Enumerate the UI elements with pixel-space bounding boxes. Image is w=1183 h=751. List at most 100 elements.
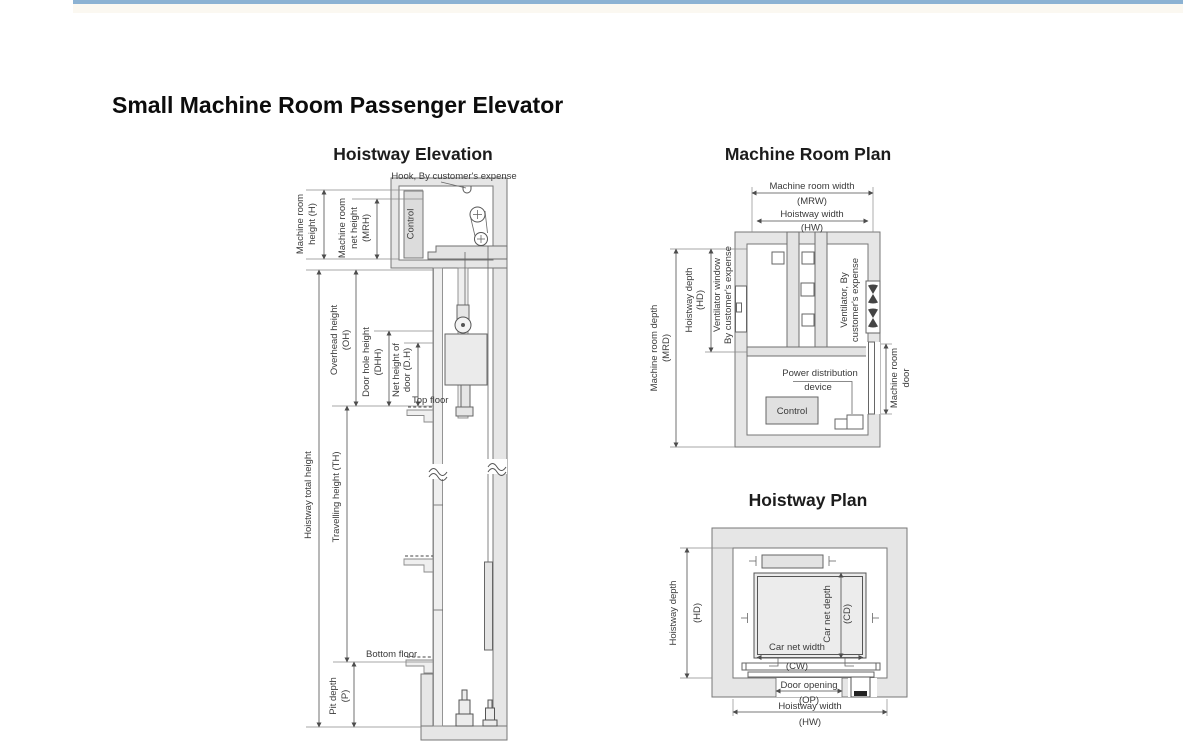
control-cabinet bbox=[403, 190, 424, 259]
elevator-car bbox=[444, 333, 488, 386]
elevation-dimension-lines bbox=[316, 181, 467, 728]
car-buffer-icon bbox=[461, 689, 468, 701]
counterweight-guide-marks bbox=[749, 556, 836, 566]
rail-bracket-4 bbox=[801, 313, 815, 327]
label-hd-mrp-2: (HD) bbox=[695, 290, 706, 310]
mid-floor-sill bbox=[403, 558, 434, 573]
label-pit-depth-1: Pit depth bbox=[328, 677, 339, 715]
label-hd-mrp-1: Hoistway depth bbox=[684, 268, 695, 333]
label-machine-room-door-1: Machine room bbox=[889, 348, 900, 408]
label-mrh-1: Machine room bbox=[337, 198, 348, 258]
shaft-right-wall bbox=[492, 267, 508, 741]
car-plan-inner-wall bbox=[757, 576, 863, 655]
elevation-extension-lines bbox=[306, 189, 433, 728]
label-mrh-2: net height bbox=[349, 207, 360, 249]
label-dh-2: door (D.H) bbox=[402, 348, 413, 392]
label-hw-mrp-1: Hoistway width bbox=[780, 209, 843, 220]
shaft-structure bbox=[420, 246, 508, 741]
label-hd-plan-2: (HD) bbox=[692, 603, 703, 623]
hoistway-front-wall bbox=[746, 346, 869, 357]
top-floor-sill bbox=[406, 409, 434, 423]
power-distribution-box-2 bbox=[846, 414, 864, 430]
label-control-elevation: Control bbox=[406, 209, 417, 240]
break-symbol-left bbox=[428, 464, 448, 481]
hoistway-plan-walls bbox=[711, 527, 908, 698]
label-hd-plan-1: Hoistway depth bbox=[668, 581, 679, 646]
machine-room-plan-diagram: Machine room width (MRW) Hoistway width … bbox=[649, 181, 912, 448]
landing-sills bbox=[403, 406, 434, 674]
label-hook: Hook, By customer's expense bbox=[391, 171, 516, 182]
label-bottom-floor: Bottom floor bbox=[366, 649, 417, 660]
label-power-distribution-1: Power distribution bbox=[782, 368, 858, 379]
hoistway-divider-wall-1 bbox=[786, 231, 800, 356]
power-distribution-box-1 bbox=[834, 418, 848, 430]
car-plan bbox=[753, 572, 867, 659]
label-top-floor: Top floor bbox=[412, 395, 448, 406]
hoistway-elevation-diagram: Hook, By customer's expense Control Top … bbox=[295, 171, 517, 741]
power-distribution-leader bbox=[793, 381, 853, 414]
door-operator-device bbox=[848, 676, 877, 698]
label-hw-mrp-2: (HW) bbox=[801, 223, 823, 234]
heading-machine-room-plan: Machine Room Plan bbox=[724, 144, 892, 164]
label-hw-plan-2: (HW) bbox=[799, 717, 821, 728]
car-guide-marks bbox=[741, 613, 879, 623]
label-hoistway-total-height: Hoistway total height bbox=[303, 451, 314, 539]
label-machine-room-door-2: door bbox=[901, 368, 912, 387]
traction-sheave-icon bbox=[469, 206, 488, 246]
label-control-plan: Control bbox=[777, 406, 808, 417]
bottom-floor-sill bbox=[405, 659, 434, 674]
hook-icon bbox=[462, 186, 472, 194]
ventilator-fan-icon bbox=[865, 280, 881, 334]
car-door-sill bbox=[745, 662, 877, 671]
label-op-2: (OP) bbox=[799, 695, 819, 706]
pit-buffers bbox=[455, 689, 498, 727]
heading-hoistway-elevation: Hoistway Elevation bbox=[333, 144, 493, 164]
label-cd-1: Car net depth bbox=[822, 585, 833, 643]
label-mrd-1: Machine room depth bbox=[649, 305, 660, 392]
label-dh-1: Net height of bbox=[391, 343, 402, 397]
left-guide-rail bbox=[433, 267, 443, 727]
label-dhh-1: Door hole height bbox=[361, 327, 372, 397]
label-pit-depth-2: (P) bbox=[340, 690, 351, 703]
car-assembly bbox=[444, 304, 488, 417]
rail-bracket-2 bbox=[801, 251, 815, 265]
machine-room-plan-labels: Machine room width (MRW) Hoistway width … bbox=[649, 181, 912, 417]
heading-hoistway-plan: Hoistway Plan bbox=[748, 490, 868, 510]
rail-bracket-3 bbox=[800, 282, 815, 297]
counterweight-plan bbox=[761, 554, 824, 569]
label-oh-2: (OH) bbox=[341, 330, 352, 351]
machine-room-door-leaf bbox=[868, 341, 875, 415]
elevation-labels: Hook, By customer's expense Control Top … bbox=[295, 171, 517, 715]
label-power-distribution-2: device bbox=[804, 382, 831, 393]
machine-room-plan-walls bbox=[734, 231, 881, 448]
hoistway-plan-dimensions bbox=[680, 547, 888, 716]
landing-door-sill bbox=[747, 671, 875, 678]
hoistway-plan-diagram: Hoistway depth (HD) Car net depth (CD) C… bbox=[668, 527, 908, 728]
machine-room-section bbox=[390, 177, 508, 269]
hoistway-divider-wall-2 bbox=[814, 231, 828, 356]
page-title: Small Machine Room Passenger Elevator bbox=[112, 92, 564, 118]
control-cabinet-plan bbox=[765, 396, 819, 425]
label-cd-2: (CD) bbox=[842, 604, 853, 624]
top-accent-bar bbox=[73, 0, 1183, 4]
label-ventilator-1: Ventilator, By bbox=[839, 272, 850, 328]
paper-strip bbox=[73, 4, 1183, 13]
label-op-1: Door opening bbox=[780, 680, 837, 691]
label-mrw-2: (MRW) bbox=[797, 196, 827, 207]
label-travelling-height: Travelling height (TH) bbox=[331, 452, 342, 543]
break-symbol-right bbox=[487, 459, 507, 476]
label-ventilator-2: customer's expense bbox=[850, 258, 861, 342]
hoistway-plan-labels: Hoistway depth (HD) Car net depth (CD) C… bbox=[668, 581, 853, 728]
rail-bracket-1 bbox=[771, 251, 785, 265]
label-mrd-2: (MRD) bbox=[661, 334, 672, 362]
label-mrw-1: Machine room width bbox=[769, 181, 854, 192]
label-dhh-2: (DHH) bbox=[373, 349, 384, 376]
label-machine-room-height-1: Machine room bbox=[295, 194, 306, 254]
counterweight-buffer-icon bbox=[487, 699, 493, 709]
machine-room-plan-dimensions bbox=[670, 187, 892, 448]
label-mrh-3: (MRH) bbox=[361, 214, 372, 242]
pit-floor bbox=[420, 725, 508, 741]
hook-leader-line bbox=[440, 181, 467, 189]
